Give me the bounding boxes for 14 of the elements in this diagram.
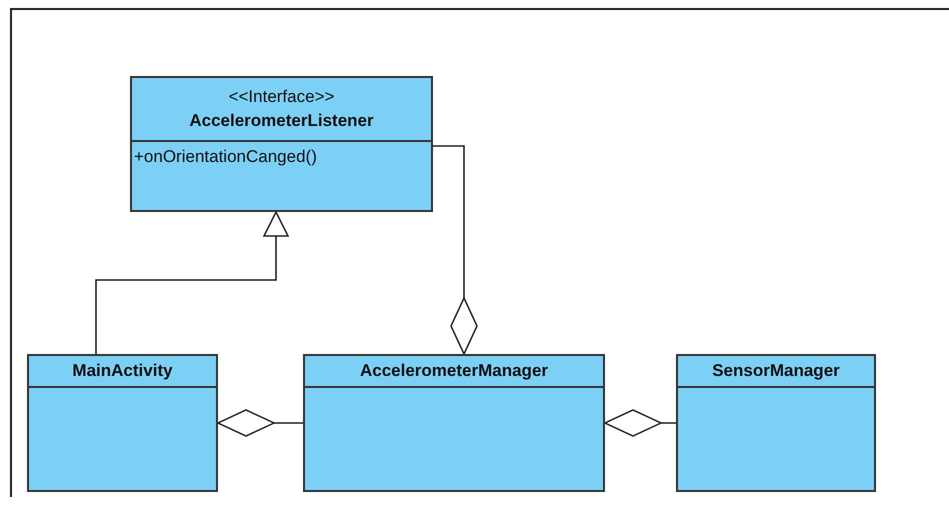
class-name: AccelerometerManager	[360, 360, 548, 382]
realization-arrow	[95, 211, 289, 354]
class-box	[27, 354, 218, 492]
aggregation-line	[433, 145, 478, 355]
stereotype-label: <<Interface>>	[228, 86, 334, 108]
aggregation-line	[217, 409, 303, 437]
method-label: +onOrientationCanged()	[134, 146, 317, 168]
class-name: SensorManager	[712, 360, 840, 382]
class-box	[130, 76, 433, 212]
aggregation-line	[604, 409, 676, 437]
class-box	[303, 354, 605, 492]
class-name: AccelerometerListener	[189, 110, 374, 132]
class-name: MainActivity	[72, 360, 173, 382]
class-box	[676, 354, 876, 492]
